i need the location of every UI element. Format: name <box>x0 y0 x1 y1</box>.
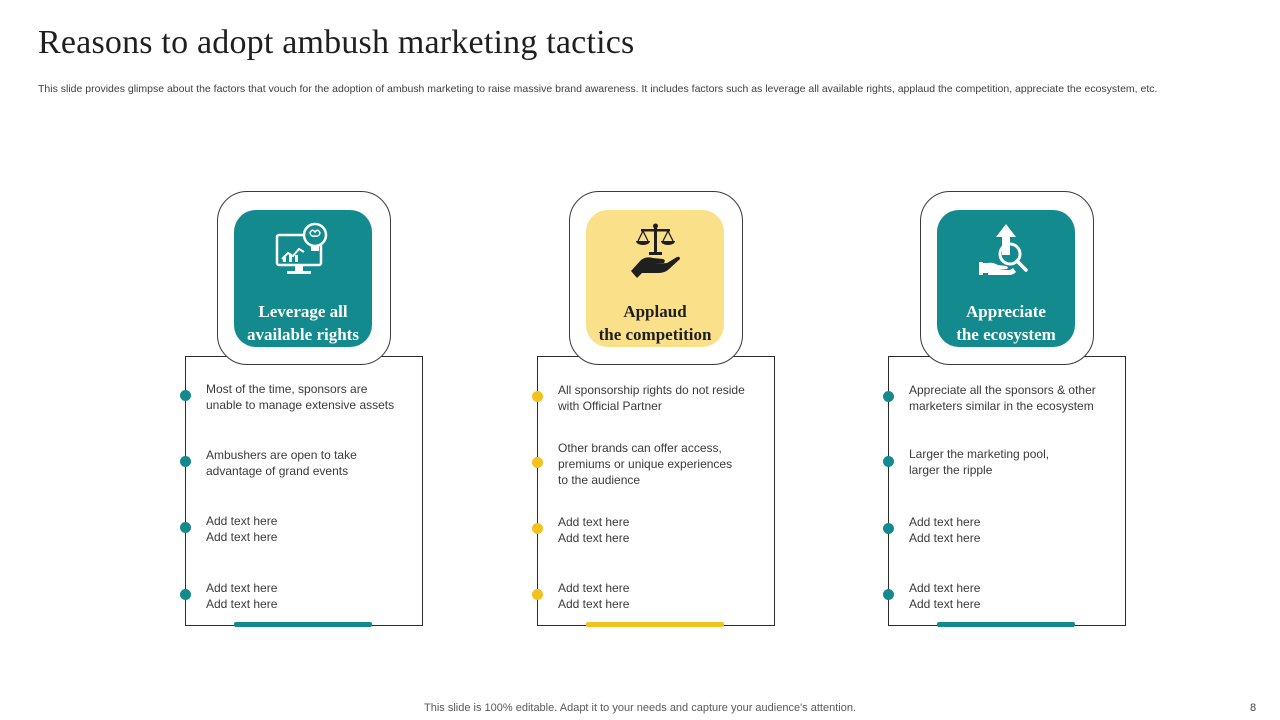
card-header-tile: Leverage all available rights <box>234 210 372 347</box>
card-content-box: Appreciate all the sponsors & other mark… <box>883 356 1126 626</box>
card-heading: Appreciate the ecosystem <box>956 302 1056 344</box>
card-content-box: All sponsorship rights do not reside wit… <box>532 356 775 626</box>
list-item-text: Add text here Add text here <box>909 581 981 611</box>
bullet-dot <box>883 589 894 600</box>
footer-note: This slide is 100% editable. Adapt it to… <box>424 702 856 714</box>
list-item-text: All sponsorship rights do not reside wit… <box>558 383 745 413</box>
card-leverage-rights: Most of the time, sponsors are unable to… <box>180 191 425 627</box>
accent-bar <box>234 622 372 627</box>
card-header-tile: Applaud the competition <box>586 210 724 347</box>
accent-bar <box>586 622 724 627</box>
bullet-dot <box>532 457 543 468</box>
list-item-text: Add text here Add text here <box>558 581 630 611</box>
card-heading: Applaud the competition <box>598 302 712 344</box>
card-appreciate-ecosystem: Appreciate all the sponsors & other mark… <box>883 191 1128 627</box>
page-number: 8 <box>1250 702 1257 714</box>
monitor-lightbulb-icon <box>275 222 328 274</box>
scale-hand-icon <box>631 223 680 278</box>
card-header-tile: Appreciate the ecosystem <box>937 210 1075 347</box>
bullet-dot <box>532 523 543 534</box>
list-item-text: Most of the time, sponsors are unable to… <box>206 382 395 412</box>
list-item-text: Larger the marketing pool, larger the ri… <box>909 447 1050 477</box>
bullet-dot <box>883 523 894 534</box>
card-applaud-competition: All sponsorship rights do not reside wit… <box>532 191 777 627</box>
slide-title: Reasons to adopt ambush marketing tactic… <box>38 24 635 61</box>
accent-bar <box>937 622 1075 627</box>
bullet-dot <box>180 522 191 533</box>
list-item-text: Add text here Add text here <box>558 515 630 545</box>
list-item-text: Appreciate all the sponsors & other mark… <box>909 383 1096 413</box>
bullet-dot <box>532 589 543 600</box>
bullet-dot <box>180 390 191 401</box>
bullet-dot <box>180 456 191 467</box>
card-content-box: Most of the time, sponsors are unable to… <box>180 356 423 626</box>
list-item-text: Add text here Add text here <box>909 515 981 545</box>
bullet-dot <box>180 589 191 600</box>
list-item-text: Add text here Add text here <box>206 581 278 611</box>
growth-hand-icon <box>979 224 1028 275</box>
card-heading: Leverage all available rights <box>247 302 359 344</box>
slide-subtitle: This slide provides glimpse about the fa… <box>38 83 1158 95</box>
list-item-text: Ambushers are open to take advantage of … <box>206 448 357 478</box>
bullet-dot <box>883 391 894 402</box>
bullet-dot <box>532 391 543 402</box>
list-item-text: Add text here Add text here <box>206 514 278 544</box>
bullet-dot <box>883 456 894 467</box>
list-item-text: Other brands can offer access, premiums … <box>558 441 733 487</box>
